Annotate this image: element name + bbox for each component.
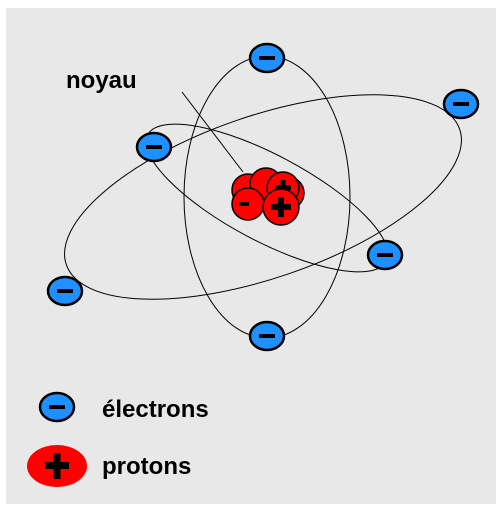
electron (135, 131, 173, 163)
electron (442, 88, 480, 120)
legend-electrons-label: électrons (102, 396, 209, 423)
orbit-tilted-shallow (64, 94, 462, 300)
proton (262, 188, 300, 226)
nucleus-label-pointer (181, 91, 244, 173)
electron (248, 42, 286, 74)
diagram-panel (6, 8, 496, 504)
legend-proton-icon (27, 445, 87, 487)
electron (366, 239, 404, 271)
electrons (46, 42, 480, 352)
electron (46, 275, 84, 307)
legend: électrons protons (27, 391, 209, 487)
electron (248, 320, 286, 352)
proton (231, 187, 265, 221)
legend-electron-icon (38, 391, 76, 423)
legend-protons-label: protons (102, 453, 191, 480)
nucleus-label: noyau (66, 67, 137, 94)
nucleus (231, 167, 305, 226)
